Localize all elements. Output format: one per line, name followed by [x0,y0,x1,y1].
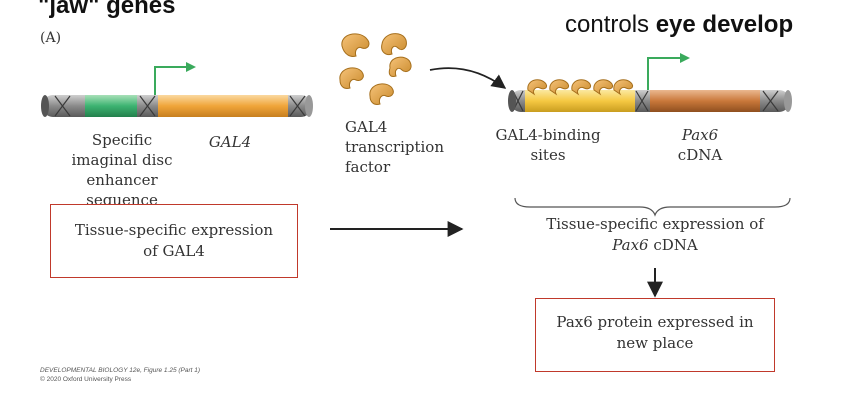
enhancer-segment [85,95,137,117]
pax6-protein-text: Pax6 protein expressed in new place [556,313,754,352]
gal4-protein-cluster [339,33,412,105]
gal4-gene-label: GAL4 [208,133,252,151]
curly-brace [514,197,791,217]
slide-heading-right-prefix: controls [565,11,656,38]
panel-label: (A) [40,30,62,46]
pax6-expression-text: Tissue-specific expression of Pax6 cDNA [545,214,765,256]
left-promoter-arrow [154,66,188,95]
figure-credit: DEVELOPMENTAL BIOLOGY 12e, Figure 1.25 (… [40,366,200,384]
left-dna-construct [41,95,313,117]
enhancer-label: Specific imaginal disc enhancer sequence [71,131,173,209]
right-promoter-arrowhead [680,53,690,63]
right-dna-construct [508,79,792,112]
credit-line-2: © 2020 Oxford University Press [40,376,132,383]
gal4-tf-label: GAL4 transcription factor [345,118,444,176]
gal4-expression-box: Tissue-specific expression of GAL4 [50,204,298,278]
cdna-text: cDNA [677,146,723,164]
protein-to-dna-arrow [429,67,507,89]
pax6-cdna-segment [650,90,760,112]
gal4-gene-segment [158,95,288,117]
pax6-italic: Pax6 [681,126,719,144]
slide-heading-left: "jaw" genes [38,0,176,19]
pax6-expression-prefix: Tissue-specific expression of [546,215,764,233]
pax6-expression-suffix: cDNA [648,236,698,254]
pax6-cdna-label: Pax6 cDNA [660,125,740,165]
slide-heading-right-bold: eye develop [655,11,794,38]
pax6-protein-box: Pax6 protein expressed in new place [535,298,775,372]
pax6-expression-italic: Pax6 [612,236,649,254]
credit-line-1: DEVELOPMENTAL BIOLOGY 12e, Figure 1.25 (… [40,367,201,374]
gal4-expression-text: Tissue-specific expression of GAL4 [74,221,274,260]
left-promoter-arrowhead [186,62,196,72]
right-promoter-arrow [647,57,682,90]
binding-sites-label: GAL4-binding sites [495,126,601,164]
slide-heading-right: controls eye develop [565,11,793,39]
binding-sites-segment [525,90,635,112]
bound-gal4-proteins [527,79,633,96]
